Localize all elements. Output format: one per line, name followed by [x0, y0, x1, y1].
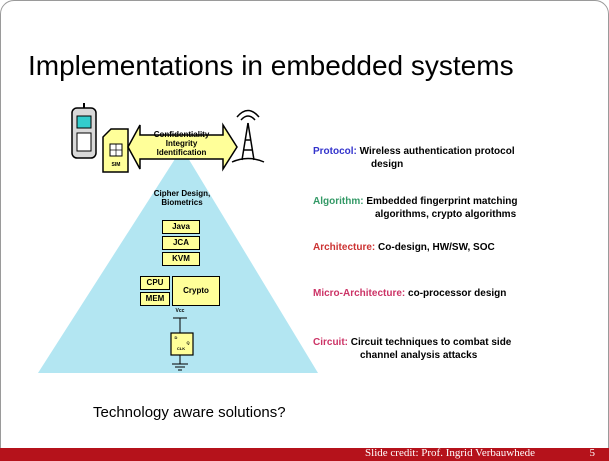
- layer-protocol-text2: design: [371, 159, 404, 170]
- footer-bar: [0, 448, 609, 461]
- phone-icon: [71, 103, 97, 159]
- layer-architecture: Architecture: Co-design, HW/SW, SOC: [313, 241, 495, 254]
- crypto-box: Crypto: [172, 276, 220, 306]
- cipher-design-label: Cipher Design, Biometrics: [132, 189, 232, 207]
- layer-algorithm-text2: algorithms, crypto algorithms: [375, 209, 517, 220]
- layer-micro-architecture: Micro-Architecture: co-processor design: [313, 287, 506, 300]
- layer-circuit-label: Circuit:: [313, 337, 348, 348]
- layer-micro-architecture-text1: co-processor design: [408, 288, 507, 299]
- kvm-box: KVM: [162, 252, 200, 266]
- vcc-label: Vcc: [175, 308, 185, 314]
- layer-architecture-label: Architecture:: [313, 242, 376, 253]
- mem-box: MEM: [140, 292, 170, 306]
- goal-identification: Identification: [156, 148, 207, 158]
- goal-integrity: Integrity: [165, 139, 198, 149]
- flip-flop-circuit: [170, 317, 194, 371]
- page-number: 5: [589, 447, 596, 459]
- layer-architecture-text1: Co-design, HW/SW, SOC: [378, 242, 495, 253]
- java-box: Java: [162, 220, 200, 234]
- layer-protocol-text1: Wireless authentication protocol: [359, 146, 515, 157]
- slide-title: Implementations in embedded systems: [28, 50, 514, 81]
- layer-algorithm-label: Algorithm:: [313, 196, 364, 207]
- layer-algorithm: Algorithm: Embedded fingerprint matching…: [313, 195, 517, 221]
- ff-q-label: Q: [186, 340, 190, 345]
- layer-protocol: Protocol: Wireless authentication protoc…: [313, 145, 515, 171]
- layer-algorithm-text1: Embedded fingerprint matching: [366, 196, 518, 207]
- sim-card-icon: [102, 128, 129, 173]
- security-goals: Confidentiality Integrity Identification: [140, 130, 223, 158]
- goal-confidentiality: Confidentiality: [153, 130, 210, 139]
- antenna-tower-icon: [231, 109, 265, 163]
- layer-protocol-label: Protocol:: [313, 146, 357, 157]
- slide-credit: Slide credit: Prof. Ingrid Verbauwhede: [365, 447, 535, 459]
- jca-box: JCA: [162, 236, 200, 250]
- ff-clk-label: CLK: [176, 346, 186, 351]
- layer-circuit-text1: Circuit techniques to combat side: [350, 337, 512, 348]
- double-arrow: [127, 122, 238, 172]
- closing-question: Technology aware solutions?: [93, 404, 286, 421]
- layer-circuit: Circuit: Circuit techniques to combat si…: [313, 336, 511, 362]
- layer-circuit-text2: channel analysis attacks: [360, 350, 478, 361]
- layer-micro-architecture-label: Micro-Architecture:: [313, 288, 406, 299]
- ff-d-label: D: [174, 335, 178, 340]
- cpu-box: CPU: [140, 276, 170, 290]
- cipher-label-line2: Biometrics: [161, 198, 203, 208]
- cipher-label-line1: Cipher Design,: [153, 189, 211, 198]
- sim-label: SIM: [111, 162, 121, 168]
